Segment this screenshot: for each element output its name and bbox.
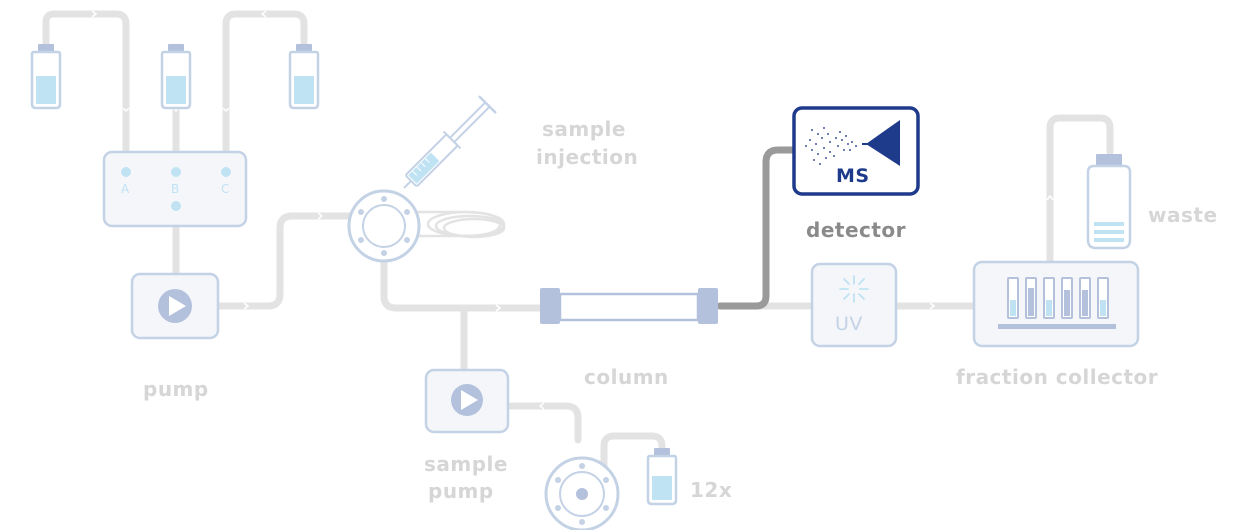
uv-label: UV [835,313,863,335]
ms-label: MS [836,165,870,187]
waste-label: waste [1148,203,1218,227]
pump [130,272,220,340]
pump-label: pump [143,377,209,401]
tube-sample-pump-to-valve [504,402,582,444]
column [540,288,718,324]
sample-injection-label-line2: injection [536,145,639,169]
flow-arrows [91,10,1054,410]
sample-vial [646,448,678,506]
tube-collector-to-waste [1046,114,1114,266]
sample-count-label: 12x [690,478,733,502]
cone-icon [866,120,900,166]
play-icon [169,296,186,316]
fraction-collector-label: fraction collector [956,365,1159,389]
sample-selector-valve [544,456,620,530]
fraction-collector [972,260,1140,348]
tube-bottle-3-to-c [222,10,308,156]
tube-split-to-ms [716,146,796,310]
sample-pump-label-line1: sample [424,452,508,476]
tubing [42,10,1114,472]
play-icon [461,390,478,410]
port-label-a: A [121,182,130,196]
solvent-bottle-2 [160,44,192,110]
ms-detector [792,106,920,196]
solvent-bottle-3 [288,44,320,110]
mixing-valve [102,150,248,228]
injection-valve [347,189,421,263]
spray-icon [805,127,857,165]
sample-pump-label-line2: pump [428,479,494,503]
sample-loop [412,210,506,239]
port-label-c: C [221,182,230,196]
tube-valve-to-column [380,254,544,312]
mixing-ports [121,167,231,211]
column-label: column [584,365,669,389]
uv-detector [810,262,898,348]
sample-pump [424,368,510,434]
solvent-bottle-1 [30,44,62,110]
tube-pump-to-valve [214,212,356,310]
syringe-icon [403,95,497,189]
tube-valve-to-vial [600,432,666,472]
sample-injection-label-line1: sample [542,117,626,141]
waste-bottle [1086,154,1132,250]
tube-bottle-1-to-a [42,10,130,156]
light-burst-icon [839,275,869,303]
detector-label: detector [806,218,907,242]
port-label-b: B [171,182,180,196]
